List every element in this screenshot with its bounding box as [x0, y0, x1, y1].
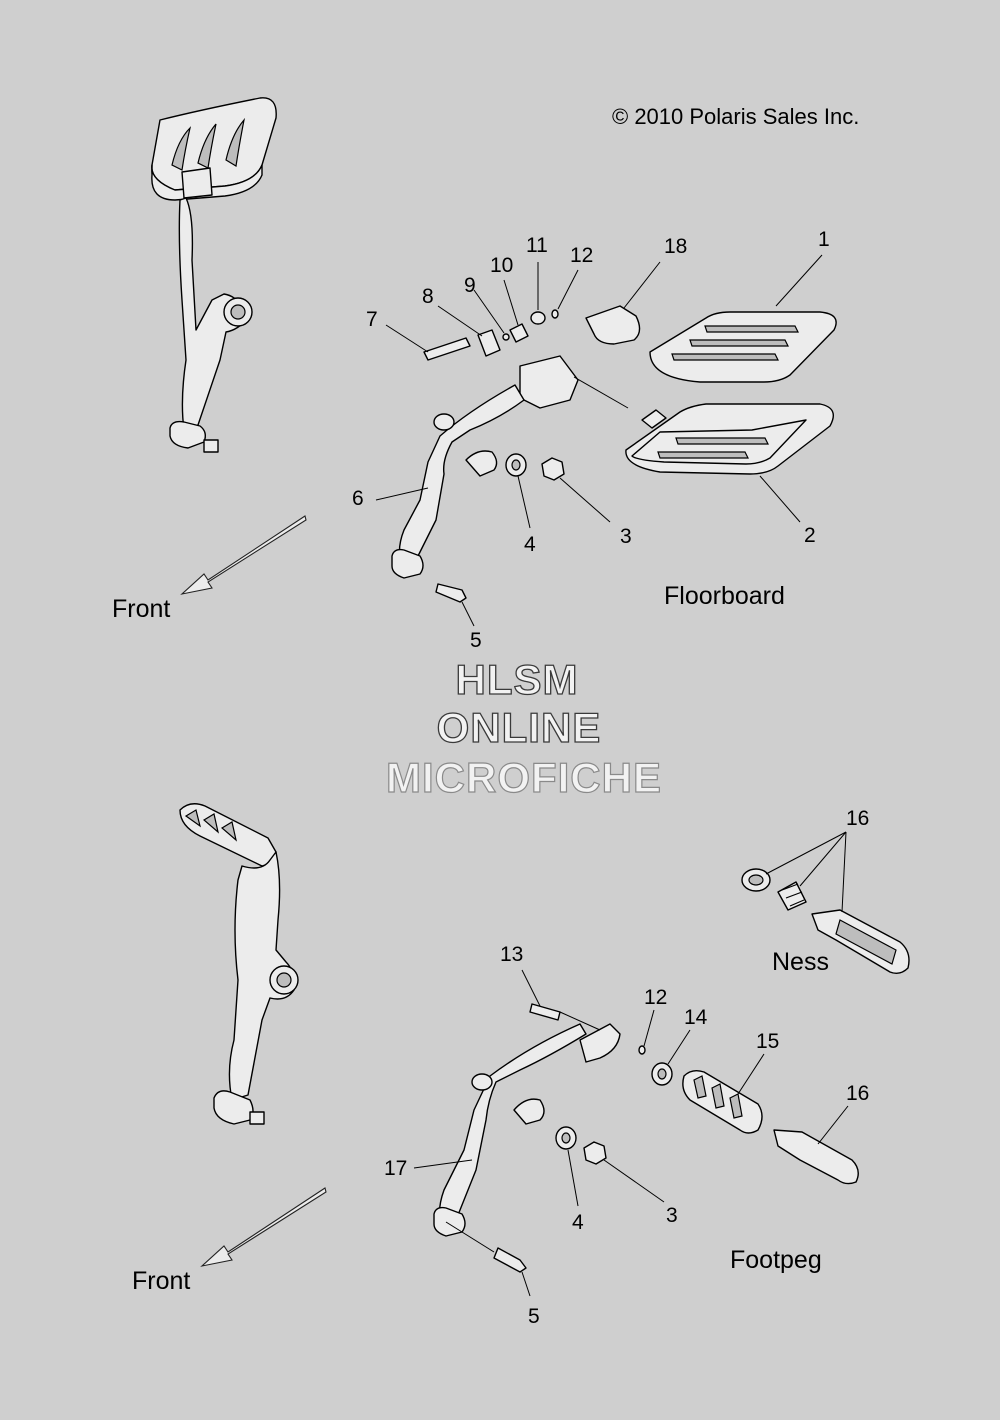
callout-9: 9: [464, 274, 476, 297]
footpeg-label: Footpeg: [730, 1246, 822, 1274]
nut-3b: [583, 1141, 607, 1165]
front-arrow-bottom: [200, 1187, 327, 1267]
floorboard-exploded-view: [391, 305, 837, 603]
bracket-17: [579, 1023, 621, 1063]
callouts-bottom: 13 12 14 15 16 17 4 3 5: [384, 943, 869, 1328]
callout-7: 7: [366, 308, 378, 331]
callout-13: 13: [500, 943, 523, 966]
callout-15: 15: [756, 1030, 779, 1053]
callout-4-bottom: 4: [572, 1211, 584, 1234]
spring-10: [509, 323, 529, 343]
callout-3-bottom: 3: [666, 1204, 678, 1227]
callout-18: 18: [664, 235, 687, 258]
pin-13: [529, 1003, 561, 1021]
callout-8: 8: [422, 285, 434, 308]
leader-lines-ness: [765, 831, 847, 913]
callout-4-top: 4: [524, 533, 536, 556]
nut-11: [530, 311, 546, 325]
watermark-line-2: ONLINE: [437, 704, 602, 751]
watermark: HLSM ONLINE MICROFICHE: [385, 655, 662, 801]
callouts-top: 1 2 3 4 5 6 7 8 9 10 11 12 18: [352, 228, 830, 652]
ring-12b: [638, 1045, 646, 1055]
callout-11: 11: [526, 234, 548, 257]
callout-5-bottom: 5: [528, 1305, 540, 1328]
callout-16-bottom: 16: [846, 1082, 869, 1105]
leader-lines-bottom: [413, 969, 849, 1297]
callout-16-ness: 16: [846, 807, 869, 830]
callout-2: 2: [804, 524, 816, 547]
copyright-text: © 2010 Polaris Sales Inc.: [612, 104, 859, 129]
callout-14: 14: [684, 1006, 708, 1029]
callout-3-top: 3: [620, 525, 632, 548]
front-arrow-top: [180, 515, 307, 595]
callout-6: 6: [352, 487, 364, 510]
watermark-line-1: HLSM: [456, 656, 579, 703]
footpeg-assembly-side-view: [179, 803, 299, 1125]
ball-9: [502, 333, 510, 341]
nut-3a: [541, 457, 565, 481]
peg-pin-16: [773, 1129, 859, 1185]
footpeg-exploded-view: [433, 1003, 859, 1273]
bracket-6: [519, 355, 579, 409]
callout-5-top: 5: [470, 629, 482, 652]
pin-7: [423, 337, 471, 361]
ness-label: Ness: [772, 948, 829, 976]
ness-footpeg-exploded: [741, 868, 910, 975]
front-label-bottom: Front: [132, 1267, 190, 1295]
front-label-top: Front: [112, 595, 170, 623]
floorboard-assembly-side-view: [151, 97, 277, 453]
callout-1: 1: [818, 228, 830, 251]
ring-12a: [551, 309, 559, 319]
callout-10: 10: [490, 254, 513, 277]
bolt-5b: [493, 1247, 527, 1273]
floorboard-pad: [649, 311, 837, 383]
watermark-line-3: MICROFICHE: [386, 754, 662, 801]
leader-lines-top: [375, 254, 823, 627]
callout-12-bottom: 12: [644, 986, 667, 1009]
floorboard-label: Floorboard: [664, 582, 785, 610]
plate-8: [477, 329, 501, 357]
clip-18: [585, 305, 641, 345]
callout-17: 17: [384, 1157, 407, 1180]
bolt-5a: [435, 583, 467, 603]
callout-12-top: 12: [570, 244, 593, 267]
